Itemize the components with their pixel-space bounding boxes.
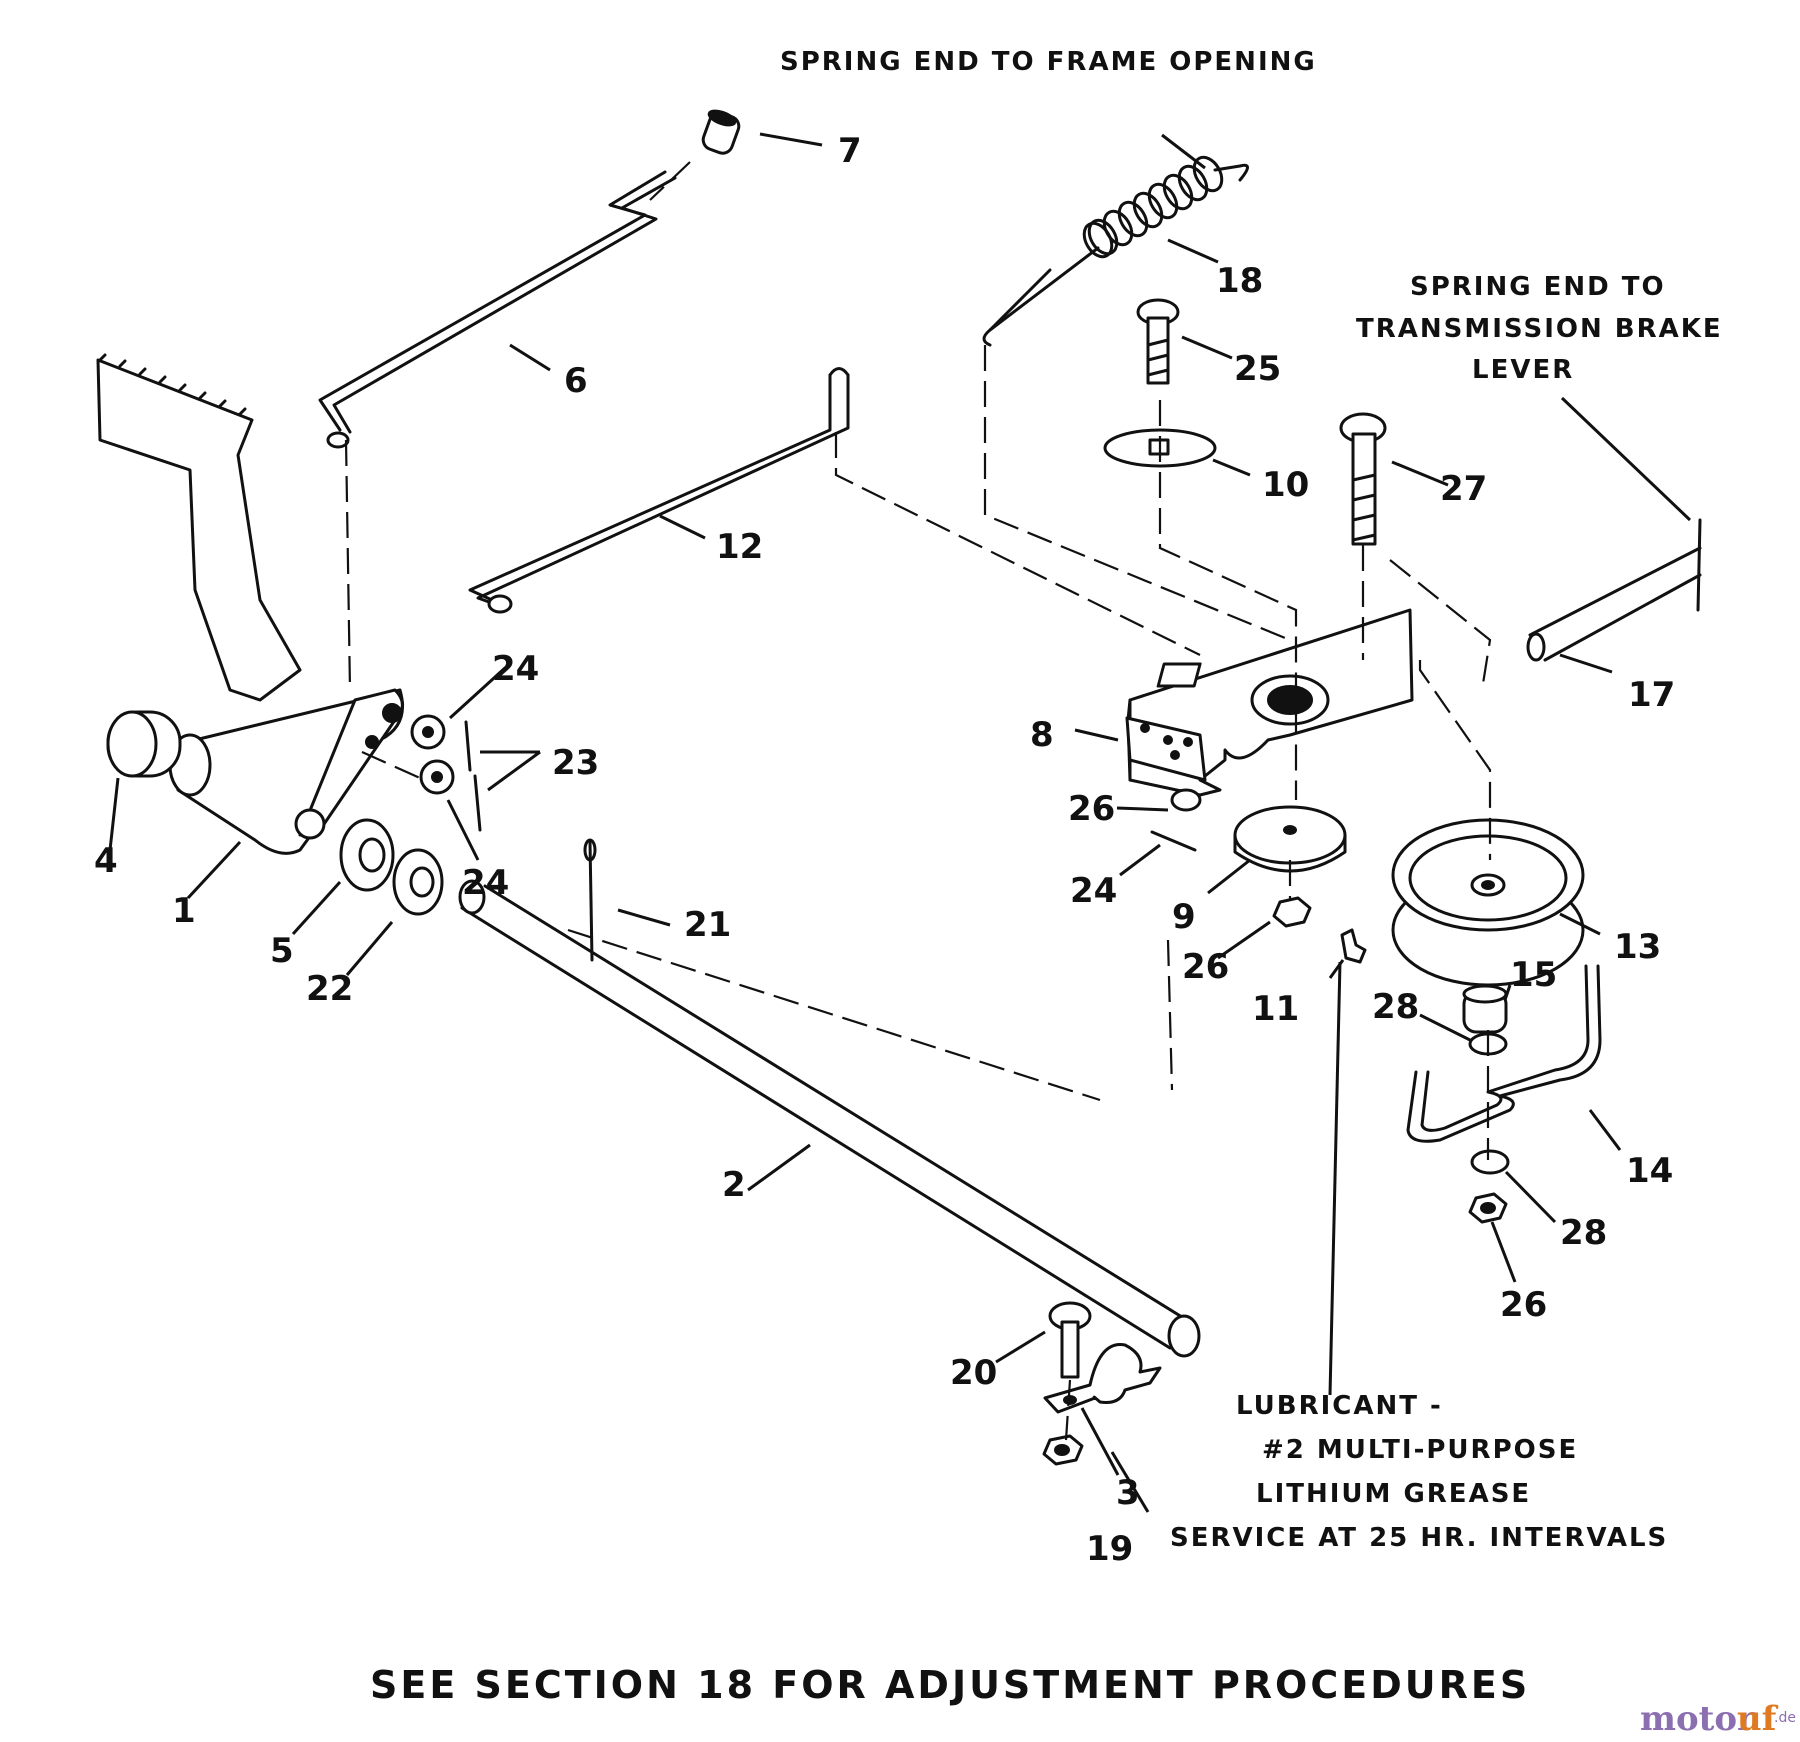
- callout-28-upper: 28: [1372, 987, 1419, 1027]
- part-26-nut-upper: [1272, 896, 1312, 928]
- callout-20: 20: [950, 1353, 997, 1393]
- part-15-spacer: [1462, 984, 1508, 1034]
- callout-7: 7: [838, 131, 862, 171]
- part-1-pedal: [96, 353, 404, 855]
- callout-18: 18: [1216, 261, 1263, 301]
- part-14-rod: [1406, 964, 1602, 1143]
- part-13-pulley: [1391, 818, 1585, 987]
- callout-2: 2: [722, 1165, 746, 1205]
- note-lube-line-1: LUBRICANT -: [1236, 1391, 1443, 1421]
- note-lube-line-3: LITHIUM GREASE: [1256, 1479, 1531, 1509]
- part-21-pin: [583, 838, 597, 962]
- watermark-part1: motor: [1640, 1699, 1756, 1739]
- note-frame-spring-text: SPRING END TO FRAME OPENING: [780, 47, 1317, 77]
- watermark-part2: uf: [1737, 1699, 1779, 1739]
- note-lube-line-4: SERVICE AT 25 HR. INTERVALS: [1170, 1523, 1668, 1553]
- note-frame-spring: SPRING END TO FRAME OPENING: [780, 47, 1317, 77]
- note-brake-spring: SPRING END TO TRANSMISSION BRAKE LEVER: [1356, 272, 1723, 385]
- note-lubricant: LUBRICANT - #2 MULTI-PURPOSE LITHIUM GRE…: [1170, 1391, 1668, 1553]
- note-brake-line-3: LEVER: [1472, 355, 1574, 385]
- part-2-shaft: [458, 879, 1201, 1358]
- part-5-washer: [339, 818, 395, 892]
- callout-26-lower: 26: [1500, 1285, 1547, 1325]
- part-28-washer-lower: [1470, 1149, 1510, 1175]
- assembly-dashed-lines: [344, 161, 1492, 1441]
- callout-3: 3: [1116, 1473, 1140, 1513]
- part-8-bracket: [1125, 608, 1414, 797]
- part-12-rod: [468, 367, 850, 614]
- part-25-bolt: [1136, 298, 1180, 385]
- callout-13: 13: [1614, 927, 1661, 967]
- callout-27: 27: [1440, 469, 1487, 509]
- callout-21: 21: [684, 905, 731, 945]
- callout-8: 8: [1030, 715, 1054, 755]
- leader-lines: [108, 132, 1692, 1513]
- part-22-washer: [392, 848, 444, 916]
- note-brake-line-1: SPRING END TO: [1410, 272, 1666, 302]
- callout-19: 19: [1086, 1529, 1133, 1569]
- callout-28-lower: 28: [1560, 1213, 1607, 1253]
- part-23-pin-bracket: [1150, 830, 1197, 852]
- callout-26-upper: 26: [1182, 947, 1229, 987]
- callout-17: 17: [1628, 675, 1675, 715]
- part-24-washer-bracket: [1170, 788, 1202, 812]
- callout-5: 5: [270, 931, 294, 971]
- part-27-bolt: [1339, 412, 1387, 546]
- part-24-washer-upper: [410, 714, 446, 750]
- callout-22: 22: [306, 969, 353, 1009]
- part-23-cotter-pins: [464, 720, 482, 832]
- part-18-spring: [982, 155, 1249, 347]
- callout-25: 25: [1234, 349, 1281, 389]
- note-brake-line-2: TRANSMISSION BRAKE: [1356, 314, 1723, 344]
- callout-9: 9: [1172, 897, 1196, 937]
- callout-23-pedal: 23: [552, 743, 599, 783]
- callout-15: 15: [1510, 955, 1557, 995]
- note-lube-line-2: #2 MULTI-PURPOSE: [1262, 1435, 1578, 1465]
- part-4-bushing: [106, 710, 182, 778]
- callout-12: 12: [716, 527, 763, 567]
- part-7-sleeve: [701, 109, 741, 155]
- callout-23-bracket: 24: [1070, 871, 1117, 911]
- callout-14: 14: [1626, 1151, 1673, 1191]
- callout-1: 1: [172, 891, 196, 931]
- watermark-suffix: .de: [1774, 1710, 1796, 1726]
- callout-labels: 7 6 12 18 25 10 27 17 8 26 24 9 26 11 13…: [94, 131, 1675, 1569]
- part-24-washer-lower: [419, 759, 455, 795]
- watermark-logo: motor uf .de: [1640, 1699, 1796, 1739]
- part-19-nut: [1042, 1434, 1084, 1466]
- callout-24-upper: 24: [492, 649, 539, 689]
- callout-10: 10: [1262, 465, 1309, 505]
- callout-24-bracket: 26: [1068, 789, 1115, 829]
- part-11-fitting: [1340, 928, 1367, 964]
- part-3-clamp: [1043, 1343, 1162, 1414]
- footer-note: SEE SECTION 18 FOR ADJUSTMENT PROCEDURES: [370, 1663, 1530, 1707]
- part-20-bolt: [1048, 1301, 1092, 1379]
- part-17-tube: [1526, 518, 1702, 662]
- callout-4: 4: [94, 841, 118, 881]
- callout-11: 11: [1252, 989, 1299, 1029]
- part-26-nut-lower: [1468, 1192, 1508, 1224]
- part-6-rod: [318, 170, 677, 449]
- callout-6: 6: [564, 361, 588, 401]
- callout-24-lower: 24: [462, 863, 509, 903]
